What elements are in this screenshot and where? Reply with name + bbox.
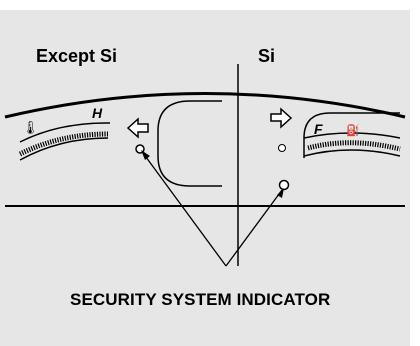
temperature-icon: 🌡 [22,120,39,136]
fuel-pump-icon: ⛽ [346,124,360,137]
right-security-indicator-light [278,179,290,191]
security-system-indicator-caption: SECURITY SYSTEM INDICATOR [70,290,331,309]
leader-line-left [142,152,227,267]
leader-arrowhead-left [141,150,150,160]
temperature-gauge: 🌡 H [18,105,111,161]
label-except-si: Except Si [36,46,118,66]
leader-arrowhead-right [277,188,284,198]
right-small-light [278,144,286,152]
label-si: Si [258,46,276,66]
leader-line-right [225,189,283,267]
left-turn-arrow-icon [126,117,149,139]
gauge-right-letter: F [314,121,323,137]
left-hood [157,100,222,187]
right-turn-arrow-icon [270,107,293,129]
cluster-top-edge [4,92,406,119]
instrument-cluster-diagram: 🌡 H F ⛽ [4,64,406,267]
gauge-left-letter: H [92,105,103,121]
diagram-panel: 🌡 H F ⛽ Except Si Si SECURI [0,10,410,346]
fuel-gauge: F ⛽ [303,121,401,157]
